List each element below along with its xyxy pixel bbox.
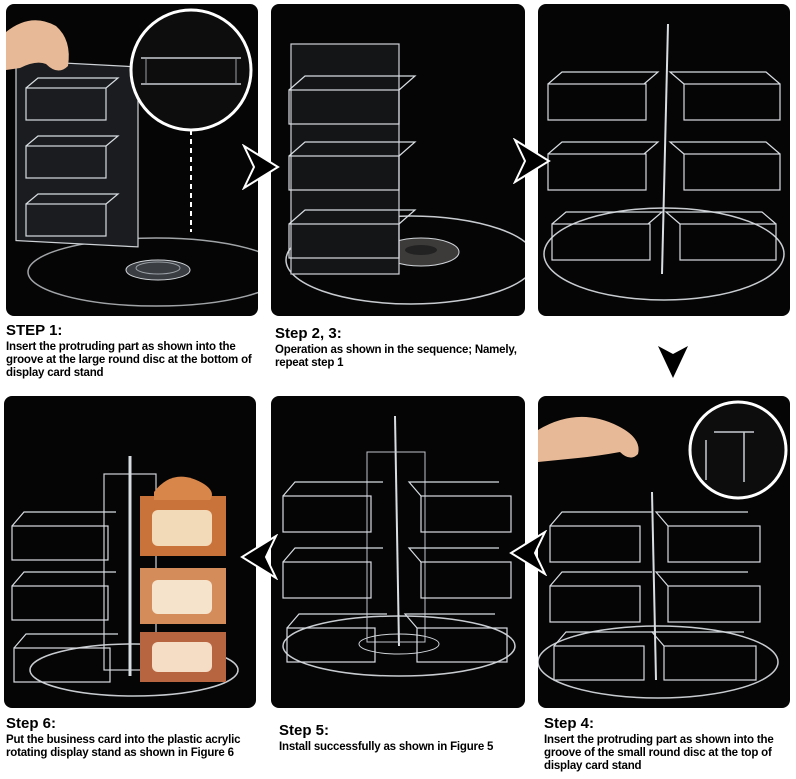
step-3-illustration — [543, 23, 785, 301]
caption-step-6: Step 6: Put the business card into the p… — [6, 716, 268, 760]
step-text: Insert the protruding part as shown into… — [6, 341, 252, 379]
arrow-right-icon — [513, 138, 551, 184]
arrow-left-icon — [240, 534, 278, 580]
panel-step-1 — [6, 4, 258, 316]
caption-step-1: STEP 1: Insert the protruding part as sh… — [6, 323, 266, 380]
step-6-illustration — [11, 456, 239, 697]
step-text: Install successfully as shown in Figure … — [279, 741, 494, 753]
step-title: Step 6: — [6, 715, 57, 732]
arrow-down-icon — [658, 346, 688, 378]
caption-step-4: Step 4: Insert the protruding part as sh… — [544, 716, 794, 773]
arrow-left-icon — [509, 530, 547, 576]
caption-step-2-3: Step 2, 3: Operation as shown in the seq… — [275, 326, 535, 370]
panel-step-6 — [4, 396, 256, 708]
step-text: Put the business card into the plastic a… — [6, 734, 241, 759]
step-title: STEP 1: — [6, 322, 63, 339]
step-text: Operation as shown in the sequence; Name… — [275, 344, 517, 369]
step-text: Insert the protruding part as shown into… — [544, 734, 774, 772]
step-4-illustration — [538, 400, 788, 699]
panel-step-4 — [538, 396, 790, 708]
panel-step-5 — [271, 396, 525, 708]
step-2-illustration — [285, 43, 525, 305]
step-1-illustration — [6, 8, 258, 307]
caption-step-5: Step 5: Install successfully as shown in… — [279, 723, 529, 754]
panel-step-2 — [271, 4, 525, 316]
arrow-right-icon — [242, 144, 280, 190]
step-title: Step 2, 3: — [275, 325, 342, 342]
step-title: Step 4: — [544, 715, 595, 732]
step-title: Step 5: — [279, 722, 330, 739]
panel-step-3 — [538, 4, 790, 316]
step-5-illustration — [282, 415, 516, 677]
